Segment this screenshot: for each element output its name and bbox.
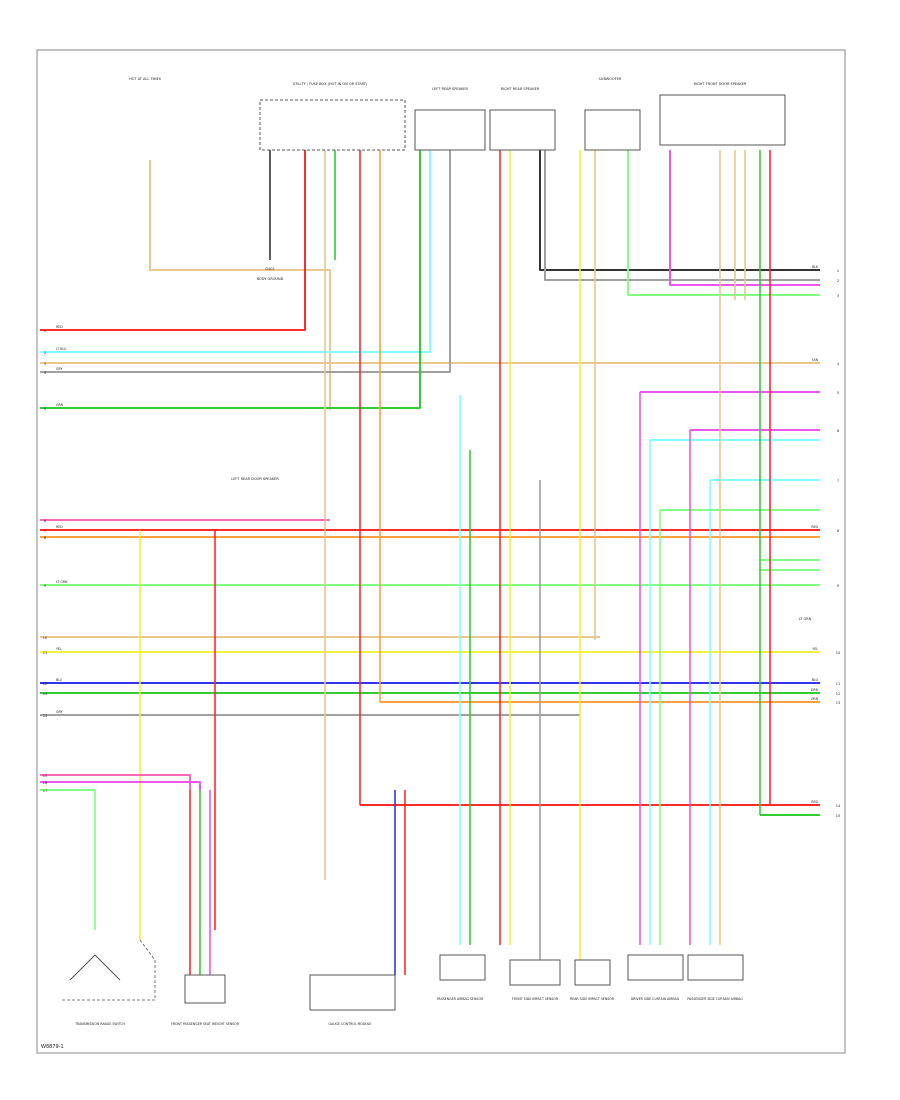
wire-color-tag: GRN (56, 403, 64, 407)
wire-gry (40, 150, 451, 373)
pin-number: 8 (837, 529, 839, 533)
bottom-component-label: FRONT SIDE IMPACT SENSOR (512, 997, 559, 1001)
pin-number: 13 (43, 692, 47, 696)
pin-number: 1 (837, 269, 839, 273)
pin-number: 15 (43, 774, 47, 778)
pin-number: 16 (43, 781, 47, 785)
label-layer: HOT AT ALL TIMES UTILITY / FUSE BOX (HOT … (43, 77, 841, 1026)
top-component-box (659, 94, 786, 146)
pin-number: 13 (836, 701, 840, 705)
pin-number: 12 (43, 682, 47, 686)
wire-layer (40, 150, 820, 975)
side-label: LEFT REAR DOOR SPEAKER (231, 477, 279, 481)
figure-id: W8879-1 (41, 1044, 64, 1050)
pin-number: 11 (836, 682, 840, 686)
wire-color-tag: RED (811, 525, 818, 529)
pin-number: 3 (44, 362, 46, 366)
pin-number: 7 (44, 529, 46, 533)
diagram-frame (36, 49, 846, 1054)
component-layer (60, 94, 786, 1011)
pin-number: 9 (44, 584, 46, 588)
bottom-component-label: PASSENGER SIDE CURTAIN AIRBAG (687, 997, 743, 1001)
wire-color-tag: RED (56, 325, 63, 329)
wire-pink (40, 774, 191, 790)
top-component-box (414, 109, 486, 151)
switch-symbol (69, 954, 121, 981)
pin-number: 5 (44, 407, 46, 411)
pin-number: 5 (837, 391, 839, 395)
pin-number: 10 (43, 636, 47, 640)
wire-gry (544, 150, 820, 281)
pin-number: 2 (837, 279, 839, 283)
bottom-component-box (687, 954, 744, 981)
wire-lt-grn (627, 150, 820, 296)
top-component-label: RIGHT FRONT DOOR SPEAKER (694, 82, 747, 86)
bottom-component-label: TRANSMISSION RANGE SWITCH (74, 1022, 125, 1026)
wire-color-tag: TAN (811, 358, 819, 362)
top-component-label: UTILITY / FUSE BOX (HOT IN ON OR START) (293, 82, 368, 86)
pin-number: 14 (836, 804, 841, 808)
pin-number: 6 (44, 519, 46, 523)
pin-number: 1 (44, 329, 46, 333)
bottom-component-label: FRONT PASSENGER SEAT WEIGHT SENSOR (171, 1022, 240, 1026)
top-component-label: HOT AT ALL TIMES (129, 77, 162, 81)
top-component-box (259, 99, 406, 151)
wire-color-tag: LT GRN (56, 580, 68, 584)
wire-color-tag: GRY (56, 367, 62, 371)
pin-number: 8 (44, 536, 46, 540)
top-component-label: RIGHT REAR SPEAKER (501, 87, 540, 91)
wire-color-tag: BLU (812, 678, 819, 682)
pin-number: 7 (837, 479, 839, 483)
pin-number: 3 (837, 294, 839, 298)
connector-label: BODY GROUND (257, 277, 284, 281)
pin-number: 9 (837, 584, 839, 588)
bottom-component-box (439, 954, 486, 981)
wire-red (40, 150, 306, 331)
bottom-component-box (574, 959, 611, 986)
pin-number: 6 (837, 429, 839, 433)
wire-color-tag: ORN (811, 697, 819, 701)
wire-color-tag: GRY (56, 710, 62, 714)
wire-color-tag: YEL (56, 647, 62, 651)
pin-number: 14 (43, 714, 48, 718)
wire-color-tag: RED (56, 525, 63, 529)
wire-color-tag: LT BLU (56, 347, 67, 351)
pin-number: 17 (43, 789, 47, 793)
ground-path (60, 939, 156, 1001)
top-component-box (584, 109, 641, 151)
pin-number: 10 (836, 651, 840, 655)
pin-number: 12 (836, 692, 840, 696)
wire-tan (149, 160, 331, 410)
wire-lt-blu (40, 150, 431, 353)
wire-color-tag: BLU (56, 678, 63, 682)
bottom-component-label: GAUGE CONTROL MODULE (329, 1022, 372, 1026)
bottom-component-box (627, 954, 684, 981)
bottom-component-box (309, 974, 396, 1011)
pin-number: 11 (43, 651, 47, 655)
bottom-component-label: DRIVER SIDE CURTAIN AIRBAG (631, 997, 680, 1001)
top-component-box (489, 109, 556, 151)
wire-vio (40, 781, 201, 790)
wire-color-tag: YEL (812, 647, 818, 651)
pin-number: 4 (44, 371, 47, 375)
bottom-component-label: REAR SIDE IMPACT SENSOR (570, 997, 615, 1001)
top-component-label: LEFT REAR SPEAKER (432, 87, 468, 91)
top-component-label: SUBWOOFER (599, 77, 622, 81)
side-label: LT GRN (799, 617, 812, 621)
bottom-component-label: PASSENGER AIRBAG SENSOR (437, 997, 484, 1001)
wire-blk (539, 150, 820, 271)
pin-number: 2 (44, 351, 46, 355)
wire-grn (40, 150, 421, 409)
wire-color-tag: BLK (812, 265, 819, 269)
pin-number: 4 (837, 362, 840, 366)
wire-color-tag: GRN (811, 688, 819, 692)
pin-number: 15 (836, 814, 840, 818)
connector-label: G401 (265, 267, 274, 271)
bottom-component-box (184, 974, 226, 1004)
wire-color-tag: RED (811, 800, 818, 804)
bottom-component-box (509, 959, 561, 986)
